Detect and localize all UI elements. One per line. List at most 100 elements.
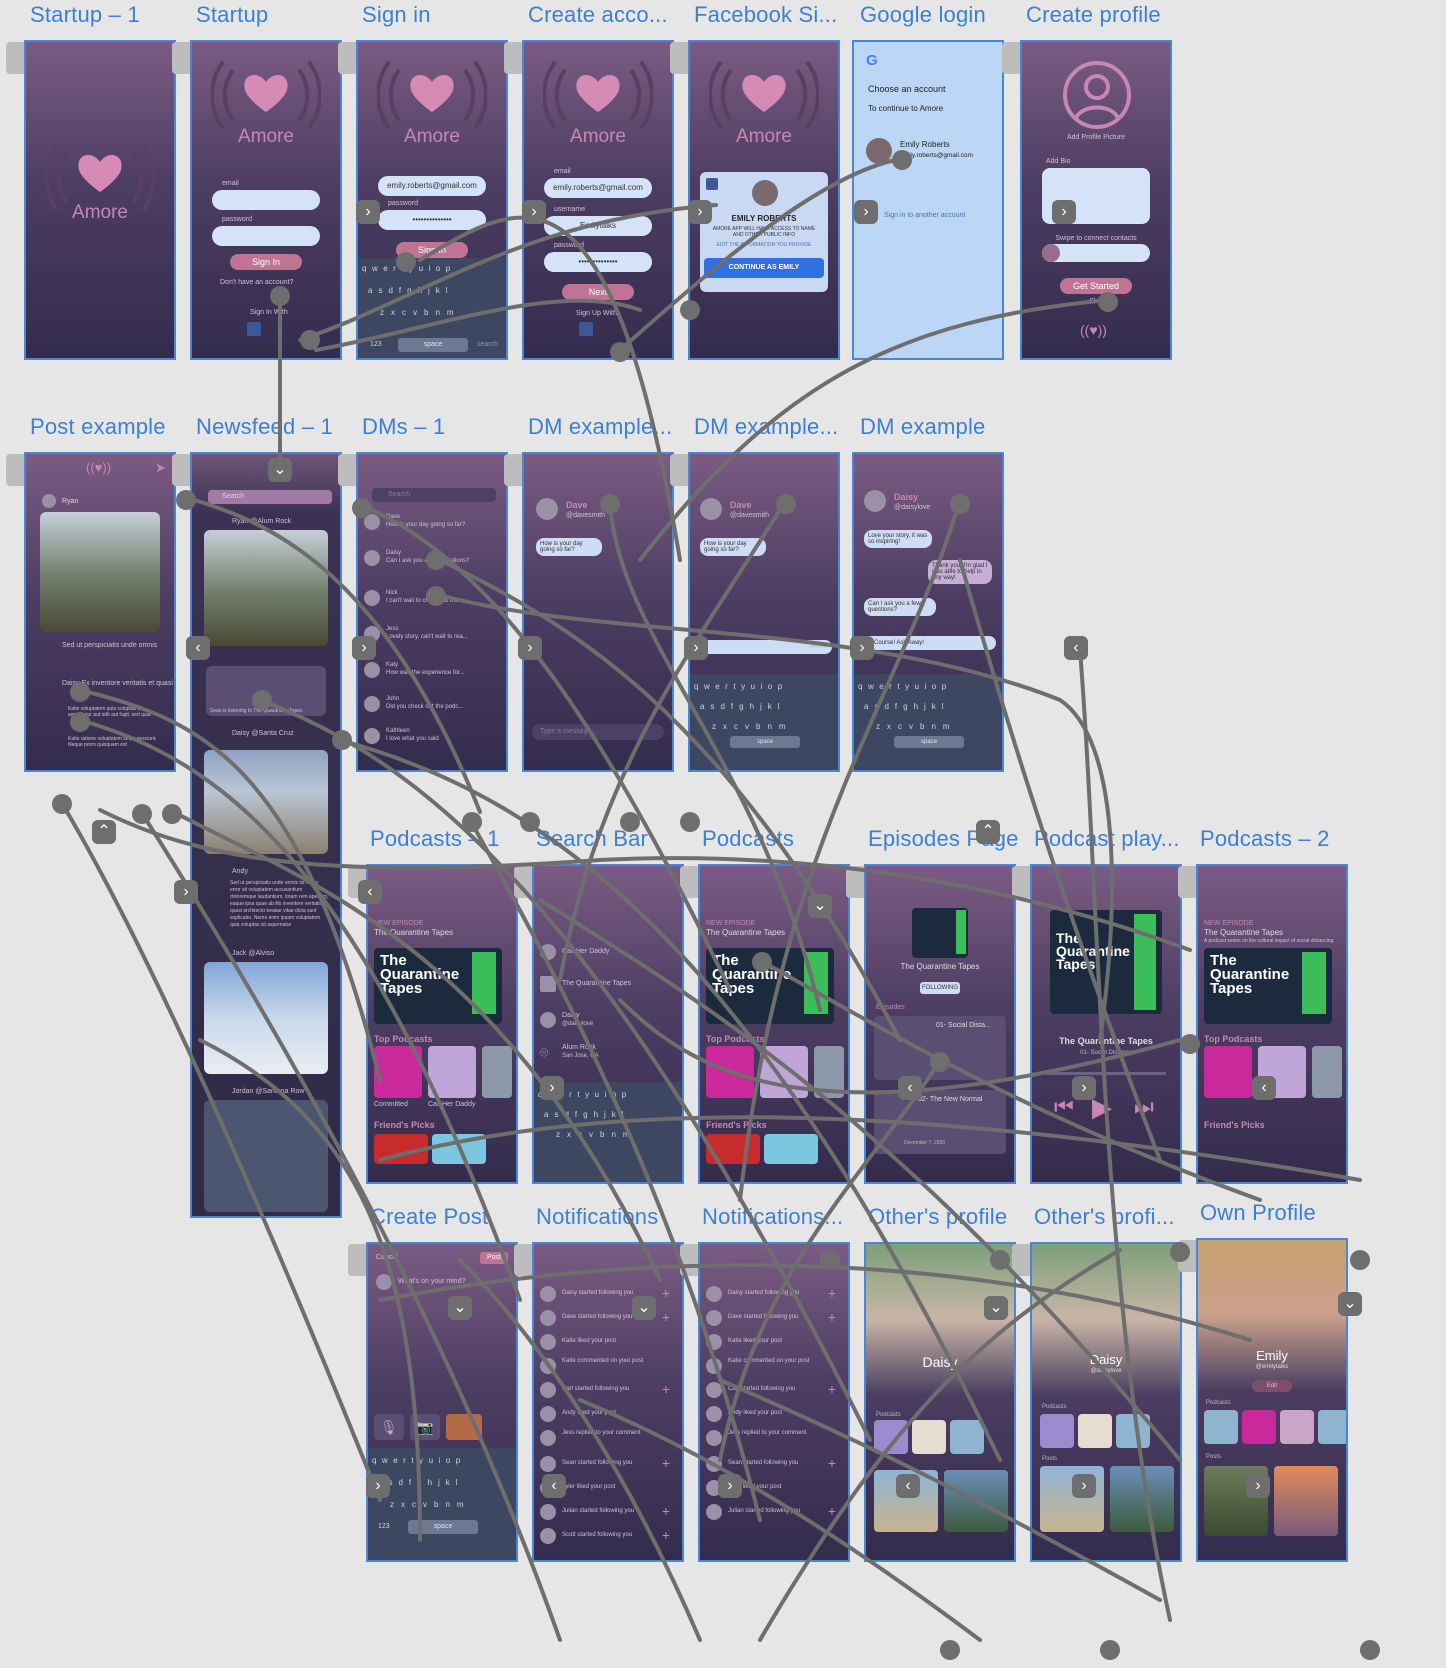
connection-node[interactable] [462,812,482,832]
flow-start-handle[interactable]: › [718,1474,742,1498]
search-result[interactable]: Daisy@daisylove [540,1012,676,1028]
connection-node[interactable] [752,952,772,972]
frame-podcasts-2[interactable]: NEW EPISODE The Quarantine Tapes A podca… [1196,864,1348,1184]
podcast-card-committed[interactable] [706,1046,754,1098]
edit-info-link[interactable]: EDIT THE INFORMATION YOU PROVIDE [716,242,812,248]
follow-back-icon[interactable]: + [827,1503,836,1519]
notification-item[interactable]: Katie liked your post [706,1334,842,1350]
connection-node[interactable] [426,550,446,570]
connection-node[interactable] [426,586,446,606]
follow-back-icon[interactable]: + [827,1285,836,1301]
connection-node[interactable] [950,494,970,514]
keyboard-row-2[interactable]: asdfghjkl [378,1478,464,1487]
notification-item[interactable]: Julian started following you+ [706,1504,842,1520]
contacts-slider[interactable] [1042,244,1150,262]
connection-node[interactable] [270,286,290,306]
another-account-link[interactable]: Sign in to another account [884,212,966,219]
edit-profile-button[interactable]: Edit [1252,1380,1292,1392]
keyboard-row-2[interactable]: asdfghjkl [544,1110,630,1119]
profile-post-image[interactable] [1274,1466,1338,1536]
frame-sign-in[interactable]: Amore emily.roberts@gmail.com password •… [356,40,508,360]
follow-back-icon[interactable]: + [661,1503,670,1519]
frame-notifications[interactable]: Daisy started following you+ Dave starte… [532,1242,684,1562]
password-field[interactable]: •••••••••••••• [378,210,486,230]
post-image[interactable] [204,1100,328,1212]
friend-pick-card[interactable] [374,1134,428,1164]
google-account-email[interactable]: emily.roberts@gmail.com [900,152,973,159]
podcast-card-staying-in[interactable] [1312,1046,1342,1098]
flow-start-handle[interactable]: ⌄ [984,1296,1008,1320]
email-field[interactable] [212,190,320,210]
post-image[interactable] [204,750,328,854]
connection-node[interactable] [620,812,640,832]
flow-start-handle[interactable]: › [684,636,708,660]
podcast-card-call-her-daddy[interactable] [760,1046,808,1098]
post-image[interactable] [204,530,328,646]
keyboard-space-key[interactable]: space [398,338,468,352]
flow-start-handle[interactable]: ‹ [542,1474,566,1498]
flow-start-handle[interactable]: › [854,200,878,224]
post-image[interactable] [40,512,160,632]
keyboard[interactable]: qwertyuiop asdfghjkl zxcvbnm 123 space [368,1448,516,1560]
connection-node[interactable] [940,1640,960,1660]
profile-podcast-card[interactable] [1116,1414,1150,1448]
frame-newsfeed[interactable]: Search Ryan @Alum Rock Sean is listening… [190,452,342,1218]
keyboard-row-1[interactable]: qwertyuiop [694,682,788,691]
notification-item[interactable]: Daisy started following you+ [706,1286,842,1302]
search-result[interactable]: The Quarantine Tapes [540,976,676,992]
connection-node[interactable] [680,300,700,320]
connection-node[interactable] [1100,1640,1120,1660]
notification-item[interactable]: Scott started following you+ [540,1528,676,1544]
get-started-button[interactable]: Get Started [1060,278,1132,294]
next-icon[interactable]: ⏭ [1134,1094,1154,1119]
keyboard[interactable]: qwertyuiop asdfghjkl zxcvbnm space [690,674,838,770]
frame-others-profile[interactable]: Daisy Podcasts [864,1242,1016,1562]
frame-label-dm-example-1[interactable]: DM example... [528,414,673,439]
frame-label-post-example[interactable]: Post example [30,414,166,439]
search-result[interactable]: Call Her Daddy [540,944,676,960]
post-prompt[interactable]: What's on your mind? [398,1278,466,1285]
connection-node[interactable] [680,812,700,832]
keyboard-row-2[interactable]: asdfghjkl [864,702,950,711]
friend-pick-card[interactable] [432,1134,486,1164]
keyboard-num-key[interactable]: 123 [370,341,382,348]
frame-label-notifications-2[interactable]: Notifications... [702,1204,844,1229]
connection-node[interactable] [990,1250,1010,1270]
flow-start-handle[interactable]: › [1072,1076,1096,1100]
frame-label-notifications[interactable]: Notifications [536,1204,659,1229]
podcast-card-staying-in[interactable] [814,1046,844,1098]
connection-node[interactable] [1098,292,1118,312]
profile-placeholder-icon[interactable] [1062,60,1132,130]
flow-start-handle[interactable]: › [688,200,712,224]
flow-start-handle[interactable]: › [850,636,874,660]
frame-label-podcasts-2[interactable]: Podcasts – 2 [1200,826,1330,851]
follow-back-icon[interactable]: + [661,1455,670,1471]
frame-facebook-signin[interactable]: Amore EMILY ROBERTS AMORE APP WILL HAVE … [688,40,840,360]
connection-node[interactable] [776,494,796,514]
connection-node[interactable] [892,150,912,170]
frame-create-post[interactable]: Cancel Post What's on your mind? 🎙 📷 qwe… [366,1242,518,1562]
flow-start-handle[interactable]: ⌄ [1338,1292,1362,1316]
connection-node[interactable] [252,690,272,710]
episode-card[interactable]: 02- The New Normal December 7, 2020 [874,1090,1006,1154]
connection-node[interactable] [52,794,72,814]
keyboard-space-key[interactable]: space [408,1520,478,1534]
flow-start-handle[interactable]: ‹ [896,1474,920,1498]
frame-label-facebook[interactable]: Facebook Si... [694,2,838,27]
frame-label-dm-example-2[interactable]: DM example... [694,414,839,439]
frame-dm-example-3[interactable]: Daisy @daisylove Love your story, it was… [852,452,1004,772]
flow-start-handle[interactable]: ⌃ [92,820,116,844]
connection-node[interactable] [610,342,630,362]
frame-episodes-page[interactable]: The Quarantine Tapes FOLLOWING Episodes … [864,864,1016,1184]
connection-node[interactable] [176,490,196,510]
send-button[interactable]: Send [809,642,826,649]
friend-pick-card[interactable] [764,1134,818,1164]
flow-start-handle[interactable]: › [1246,1474,1270,1498]
frame-label-podcasts-1[interactable]: Podcasts – 1 [370,826,500,851]
connection-node[interactable] [70,712,90,732]
frame-search-bar[interactable]: Call Her Daddy The Quarantine Tapes Dais… [532,864,684,1184]
connection-node[interactable] [1180,1034,1200,1054]
